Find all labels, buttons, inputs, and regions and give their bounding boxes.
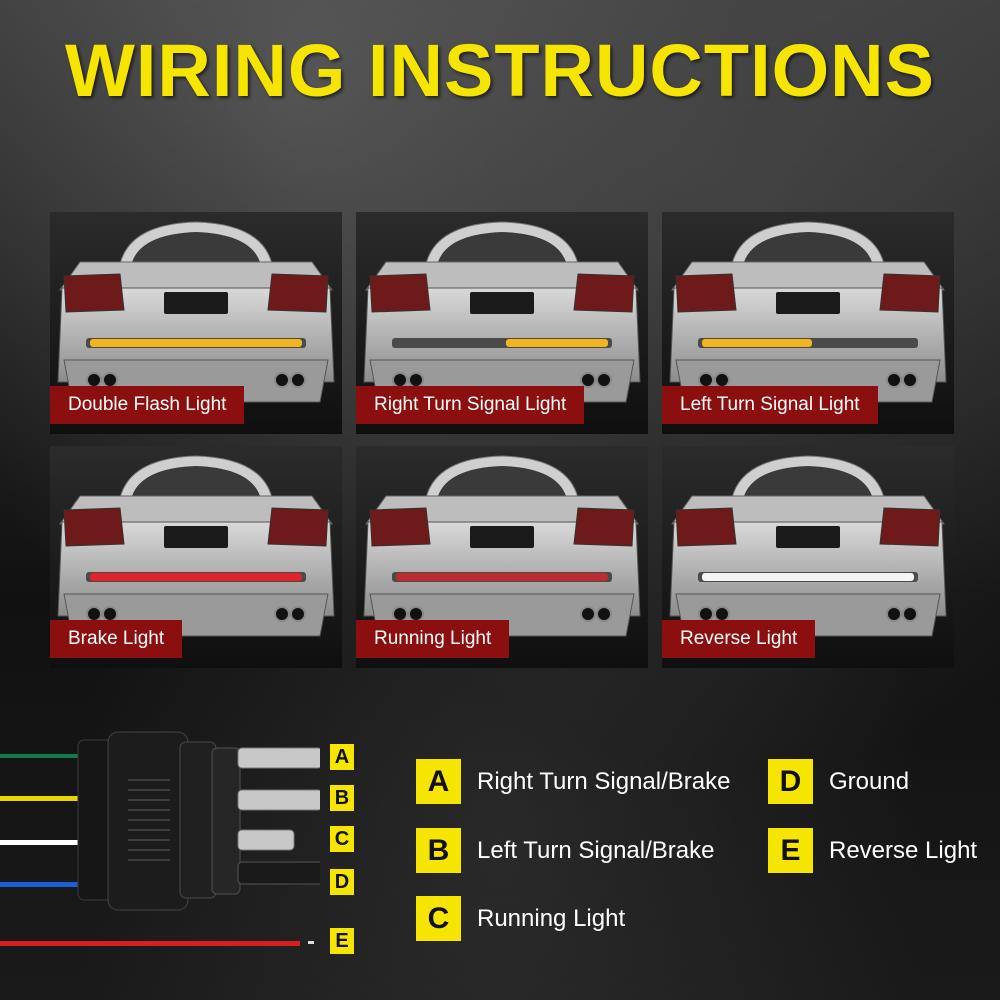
panel-brake: Brake Light — [50, 446, 342, 668]
panel-reverse: Reverse Light — [662, 446, 954, 668]
panel-caption: Double Flash Light — [50, 386, 245, 424]
legend-item-b: B Left Turn Signal/Brake — [416, 828, 714, 873]
legend-item-c: C Running Light — [416, 896, 625, 941]
wire-e — [0, 941, 314, 946]
car-rear-illustration — [57, 221, 335, 403]
car-rear-illustration — [57, 455, 335, 637]
panel-caption: Brake Light — [50, 620, 183, 658]
panel-left-turn: Left Turn Signal Light — [662, 212, 954, 434]
wire-c — [0, 840, 110, 845]
legend-badge: B — [416, 828, 461, 873]
legend-item-d: D Ground — [768, 759, 909, 804]
panel-right-turn: Right Turn Signal Light — [356, 212, 648, 434]
wire-b — [0, 796, 110, 801]
pin-label-a: A — [330, 744, 354, 770]
legend-badge: D — [768, 759, 813, 804]
connector-body — [77, 731, 241, 911]
panel-caption: Right Turn Signal Light — [356, 386, 585, 424]
legend-badge: E — [768, 828, 813, 873]
pin-label-d: D — [330, 869, 354, 895]
legend-badge: C — [416, 896, 461, 941]
car-rear-illustration — [669, 455, 947, 637]
wire-d — [0, 882, 110, 887]
connector-pins — [237, 747, 320, 885]
panel-double-flash: Double Flash Light — [50, 212, 342, 434]
wire-a — [0, 754, 110, 758]
legend-text: Left Turn Signal/Brake — [477, 836, 715, 864]
panel-caption: Reverse Light — [662, 620, 816, 658]
panel-running: Running Light — [356, 446, 648, 668]
legend-text: Ground — [829, 767, 910, 795]
legend-item-e: E Reverse Light — [768, 828, 977, 873]
legend-text: Running Light — [477, 904, 626, 932]
panel-caption: Left Turn Signal Light — [662, 386, 878, 424]
legend-item-a: A Right Turn Signal/Brake — [416, 759, 730, 804]
legend-badge: A — [416, 759, 461, 804]
pin-label-b: B — [330, 785, 354, 811]
legend-text: Right Turn Signal/Brake — [477, 767, 731, 795]
legend-text: Reverse Light — [829, 836, 978, 864]
pin-label-c: C — [330, 826, 354, 852]
connector-diagram — [0, 731, 320, 946]
page-title: WIRING INSTRUCTIONS — [65, 29, 935, 112]
pin-label-e: E — [330, 928, 354, 954]
panel-caption: Running Light — [356, 620, 510, 658]
